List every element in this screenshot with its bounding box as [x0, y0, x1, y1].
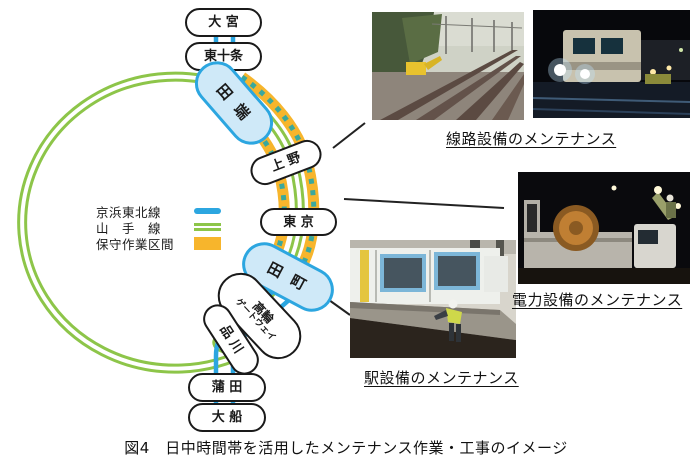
legend: 京浜東北線 山 手 線 保守作業区間 — [96, 203, 221, 252]
connector-line-track — [332, 122, 366, 149]
legend-item-keihin: 京浜東北線 — [96, 203, 221, 220]
photo-track-maintenance-day — [372, 12, 524, 120]
caption-track-maintenance: 線路設備のメンテナンス — [446, 130, 617, 148]
legend-item-maintenance: 保守作業区間 — [96, 235, 221, 252]
legend-item-yamanote: 山 手 線 — [96, 219, 221, 236]
yamanote-line-swatch — [194, 223, 221, 231]
legend-label: 保守作業区間 — [96, 237, 175, 252]
station-label: 東 京 — [283, 214, 314, 230]
connector-line-power — [343, 198, 505, 209]
photo-station-maintenance-day — [350, 240, 516, 358]
station-pill-ofuna: 大 船 — [188, 403, 266, 432]
station-pill-tokyo: 東 京 — [260, 208, 337, 236]
connector-lines — [328, 122, 505, 316]
photo-track-maintenance-night — [533, 10, 690, 118]
station-label: 東十条 — [203, 49, 243, 64]
station-pill-kamata: 蒲 田 — [188, 373, 266, 402]
keihin-line-swatch — [194, 208, 221, 214]
caption-power-maintenance: 電力設備のメンテナンス — [512, 291, 683, 309]
station-label: 大 船 — [211, 410, 243, 425]
caption-station-maintenance: 駅設備のメンテナンス — [364, 369, 519, 387]
station-label: 上 野 — [269, 150, 303, 175]
photo-power-maintenance-night — [518, 172, 690, 284]
connector-line-station — [328, 299, 351, 316]
station-label: 田 町 — [264, 258, 312, 295]
station-pill-omiya: 大 宮 — [185, 8, 262, 37]
station-label: 大 宮 — [208, 15, 239, 30]
station-label: 蒲 田 — [211, 380, 243, 395]
figure-caption: 図4 日中時間帯を活用したメンテナンス作業・工事のイメージ — [124, 439, 568, 457]
station-label: 品 川 — [216, 322, 246, 357]
legend-label: 京浜東北線 — [96, 204, 162, 220]
station-label: 田 端 — [213, 80, 256, 126]
maintenance-section-swatch — [194, 237, 221, 250]
yamanote-loop — [17, 71, 253, 374]
legend-label: 山 手 線 — [96, 220, 162, 236]
